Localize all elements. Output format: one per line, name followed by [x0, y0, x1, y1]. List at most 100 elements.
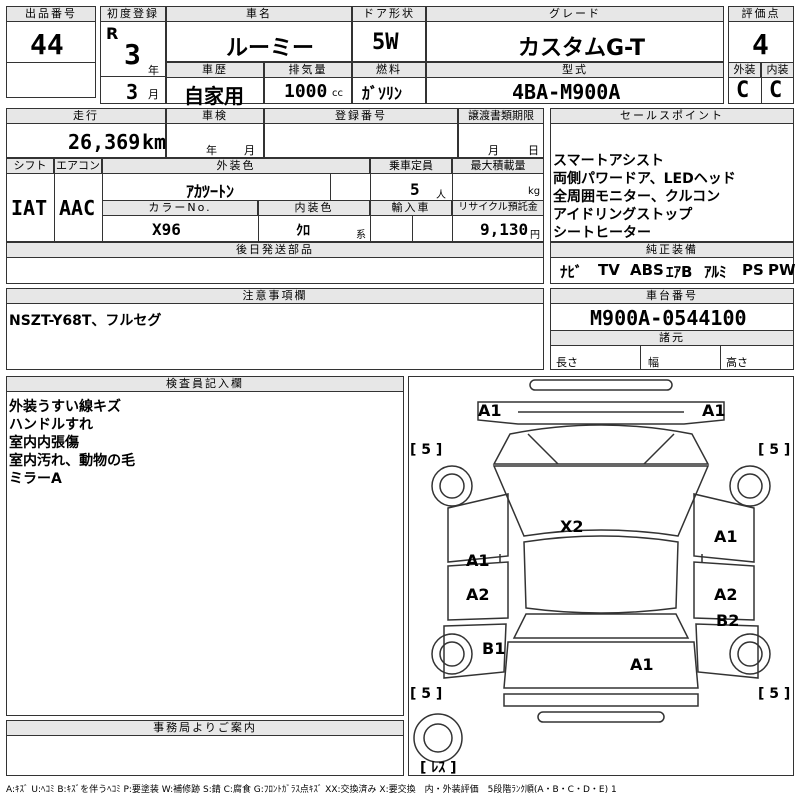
notes-text: NSZT-Y68T、フルセグ — [9, 313, 162, 329]
damage-mark: A1 — [630, 655, 654, 674]
history-label: 車歴 — [166, 62, 264, 78]
sales-points-label: セールスポイント — [550, 108, 794, 124]
mileage-value: 26,369 — [68, 130, 141, 154]
colorno-value: X96 — [152, 220, 181, 239]
inspector-line: 室内内張傷 — [9, 435, 79, 451]
chassis-label: 車台番号 — [550, 288, 794, 304]
import-label: 輸入車 — [370, 200, 452, 216]
recycle-unit: 円 — [530, 230, 540, 241]
maxload-label: 最大積載量 — [452, 158, 544, 174]
sales-point-item: アイドリングストップ — [553, 207, 693, 223]
displacement-label: 排気量 — [264, 62, 352, 78]
inspector-label: 検査員記入欄 — [6, 376, 404, 392]
interior-label: 内装 — [761, 62, 794, 78]
door-value: 5W — [372, 30, 399, 55]
tire-mark: [ 5 ] — [758, 686, 790, 702]
later-parts-label: 後日発送部品 — [6, 242, 544, 258]
ext-color-value: ｱｶﾂｰﾄﾝ — [186, 182, 235, 201]
colorno-label: カラーNo. — [102, 200, 258, 216]
damage-mark: A2 — [714, 585, 738, 604]
width-label: 幅 — [648, 356, 659, 369]
damage-mark: B1 — [482, 639, 505, 658]
grade-label: グレード — [426, 6, 724, 22]
int-color-value: ｸﾛ — [296, 223, 310, 239]
equipment-item: ﾅﾋﾞ — [560, 263, 583, 281]
equipment-item: ABS — [630, 261, 664, 279]
inspector-line: 外装うすい線キズ — [9, 399, 121, 415]
fuel-value: ｶﾞｿﾘﾝ — [362, 84, 403, 103]
sales-point-item: 両側パワードア、LEDヘッド — [553, 171, 736, 187]
damage-mark: A1 — [478, 401, 502, 420]
first-reg-label: 初度登録 — [100, 6, 166, 22]
ac-value: AAC — [59, 196, 96, 220]
equipment-label: 純正装備 — [550, 242, 794, 258]
capacity-label: 乗車定員 — [370, 158, 452, 174]
transfer-label: 譲渡書類期限 — [458, 108, 544, 124]
int-color-unit: 系 — [356, 230, 366, 241]
damage-mark: A2 — [466, 585, 490, 604]
ac-label: エアコン — [54, 158, 102, 174]
equipment-item: ｱﾙﾐ — [704, 263, 727, 281]
exterior-value: C — [736, 78, 750, 103]
car-name-value: ルーミー — [226, 36, 315, 61]
tire-mark: [ 5 ] — [758, 442, 790, 458]
year-unit: 年 — [148, 64, 159, 77]
capacity-value: 5 — [410, 180, 420, 199]
displacement-value: 1000 — [284, 81, 328, 102]
damage-mark: A1 — [702, 401, 726, 420]
office-label: 事務局よりご案内 — [6, 720, 404, 736]
score-label: 評価点 — [728, 6, 794, 22]
equipment-item: PW — [768, 261, 796, 279]
spec-label: 諸元 — [550, 330, 794, 346]
capacity-unit: 人 — [436, 190, 446, 201]
model-label: 型式 — [426, 62, 724, 78]
mileage-label: 走行 — [6, 108, 166, 124]
transfer-day: 日 — [528, 144, 539, 157]
tire-mark: [ 5 ] — [410, 686, 442, 702]
ext-color-label: 外装色 — [102, 158, 370, 174]
damage-mark: X2 — [560, 517, 583, 536]
car-diagram: A1 A1 X2 A1 A1 A2 A2 B2 B1 A1 [ 5 ] [ 5 … — [410, 379, 790, 776]
lot-label: 出品番号 — [6, 6, 96, 22]
displacement-unit: cc — [332, 88, 343, 99]
sales-point-item: 全周囲モニター、クルコン — [553, 189, 721, 205]
damage-mark: A1 — [714, 527, 738, 546]
inspector-line: ハンドルすれ — [9, 417, 93, 433]
damage-mark: B2 — [716, 611, 739, 630]
exterior-label: 外装 — [728, 62, 761, 78]
notes-label: 注意事項欄 — [6, 288, 544, 304]
lot-value: 44 — [30, 28, 64, 61]
sales-point-item: シートヒーター — [553, 225, 651, 241]
chassis-value: M900A-0544100 — [590, 306, 747, 330]
inspector-line: ミラーA — [9, 471, 62, 487]
inspection-year: 年 — [206, 144, 217, 157]
recycle-value: 9,130 — [480, 220, 529, 239]
door-label: ドア形状 — [352, 6, 426, 22]
diagram-box — [408, 376, 794, 776]
history-value: 自家用 — [184, 84, 244, 108]
int-color-label: 内装色 — [258, 200, 370, 216]
grade-value: カスタムG-T — [518, 36, 645, 61]
inspection-label: 車検 — [166, 108, 264, 124]
year-value: 3 — [124, 38, 141, 71]
maxload-unit: kg — [528, 186, 541, 197]
transfer-month: 月 — [488, 144, 499, 157]
month-unit: 月 — [148, 88, 159, 101]
sales-point-item: スマートアシスト — [553, 153, 665, 169]
car-name-label: 車名 — [166, 6, 352, 22]
era-value: R — [106, 24, 119, 43]
spare-mark: [ ﾚｽ ] — [420, 760, 457, 776]
equipment-item: PS — [742, 261, 764, 279]
shift-value: IAT — [11, 196, 48, 220]
inspection-month: 月 — [244, 144, 255, 157]
damage-mark: A1 — [466, 551, 490, 570]
equipment-item: ｴｱB — [666, 263, 693, 281]
recycle-label: リサイクル預託金 — [452, 200, 544, 216]
legend-text: A:ｷｽﾞ U:ﾍｺﾐ B:ｷｽﾞを伴うﾍｺﾐ P:要塗装 W:補修跡 S:錆 … — [6, 785, 617, 795]
month-value: 3 — [126, 80, 139, 104]
model-value: 4BA-M900A — [512, 80, 621, 104]
height-label: 高さ — [726, 356, 748, 369]
tire-mark: [ 5 ] — [410, 442, 442, 458]
inspector-line: 室内汚れ、動物の毛 — [9, 453, 136, 469]
mileage-unit: km — [142, 130, 167, 154]
